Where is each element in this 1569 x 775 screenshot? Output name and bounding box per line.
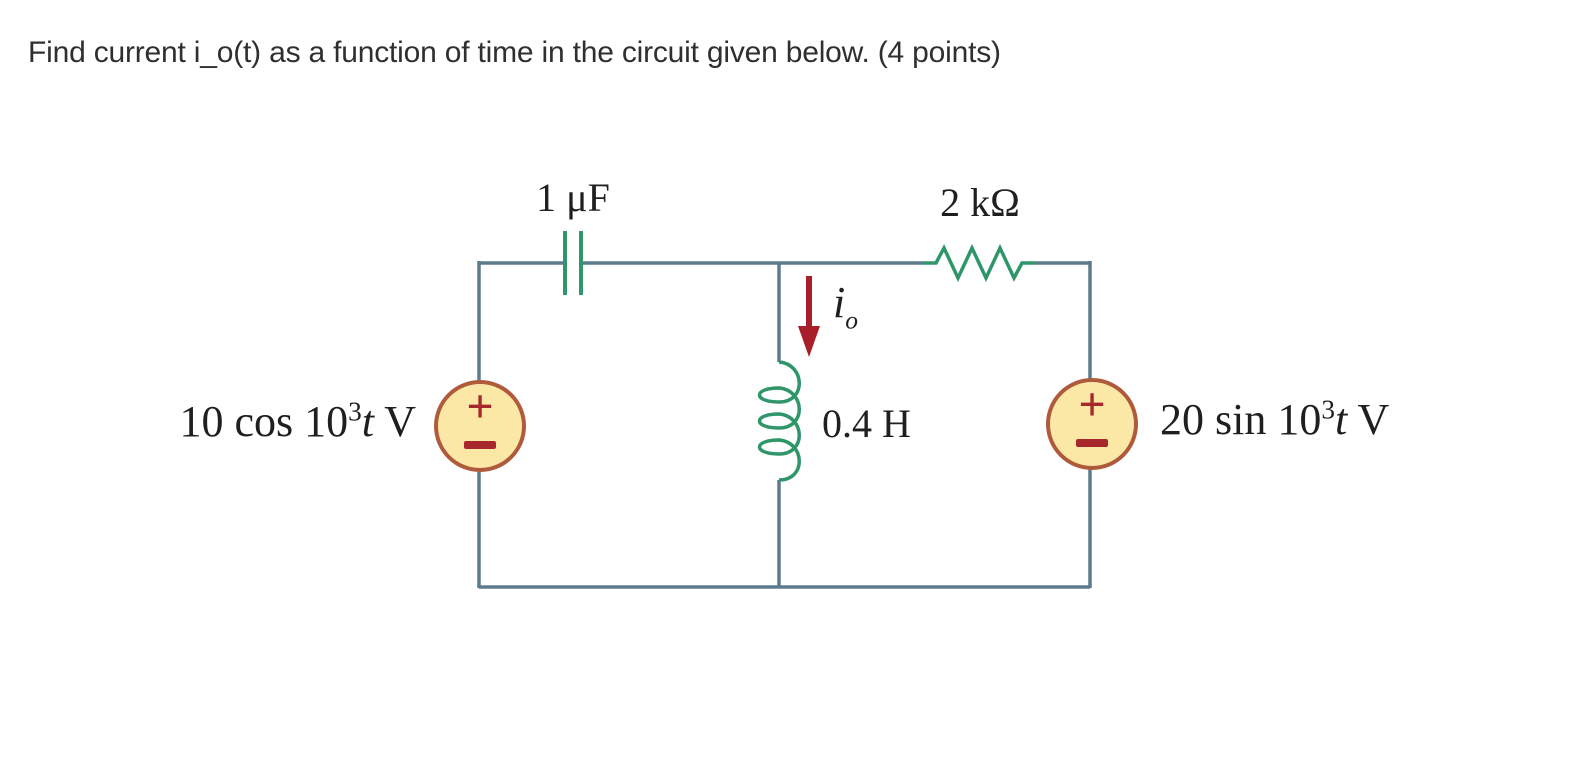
circuit-wires [477, 261, 1092, 589]
left-source-base: 10 [304, 397, 349, 446]
right-source-unit: V [1357, 395, 1390, 444]
left-source-function: cos [234, 397, 294, 446]
capacitor-icon [563, 231, 583, 295]
left-source-exponent: 3 [348, 396, 362, 427]
right-source-label: 20 sin 103t V [1160, 395, 1390, 444]
right-source-base: 10 [1277, 395, 1322, 444]
current-subscript: o [845, 305, 858, 335]
right-source-coefficient: 20 [1160, 395, 1204, 444]
current-arrow-icon [798, 276, 820, 357]
left-source-label: 10 cos 103t V [110, 397, 416, 446]
inductor-label: 0.4 H [822, 401, 911, 446]
minus-sign [464, 441, 496, 449]
inductor-icon [757, 360, 801, 482]
left-source-variable: t [361, 397, 374, 446]
minus-sign [1076, 439, 1108, 447]
resistor-label: 2 kΩ [940, 180, 1020, 225]
capacitor-label: 1 μF [536, 175, 610, 220]
right-source-variable: t [1335, 395, 1348, 444]
current-symbol: i [833, 278, 846, 327]
left-source-unit: V [384, 397, 416, 446]
voltage-source-right: + [1046, 378, 1138, 470]
current-label: io [833, 278, 858, 333]
left-source-coefficient: 10 [179, 397, 224, 446]
right-source-function: sin [1215, 395, 1267, 444]
page-title: Find current i_o(t) as a function of tim… [28, 36, 1001, 69]
voltage-source-left: + [434, 380, 526, 472]
plus-sign: + [466, 380, 494, 433]
right-source-exponent: 3 [1321, 394, 1335, 425]
resistor-icon [924, 243, 1036, 283]
plus-sign: + [1078, 378, 1106, 431]
